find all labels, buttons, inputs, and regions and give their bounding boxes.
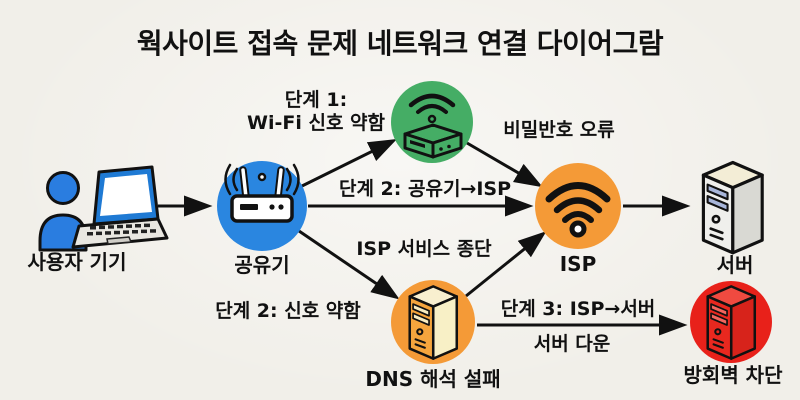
wifi-signal-icon bbox=[545, 182, 611, 238]
person-laptop-icon bbox=[38, 165, 169, 252]
firewall-node bbox=[690, 281, 772, 363]
arrow-dns-to-isp bbox=[465, 231, 547, 298]
server-tower-icon bbox=[701, 160, 764, 255]
edge-label-step2-router-isp: 단계 2: 공유기→ISP bbox=[338, 178, 512, 200]
arrow-router-to-dns bbox=[298, 229, 400, 300]
edge-label-password-error: 비밀반호 오류 bbox=[503, 119, 615, 141]
modem-wifi-icon bbox=[403, 93, 463, 159]
dns-node bbox=[391, 280, 475, 364]
node-label-dns: DNS 해석 설패 bbox=[365, 367, 501, 391]
router-node bbox=[217, 161, 307, 251]
wifi-router-icon bbox=[224, 163, 300, 223]
edge-label-step2-signal: 단계 2: 신호 약함 bbox=[215, 300, 361, 322]
edge-label-step1: 단계 1: Wi-Fi 신호 약함 bbox=[247, 89, 385, 135]
isp-circle bbox=[535, 163, 621, 249]
edge-label-step1-line1: 단계 1: bbox=[284, 89, 348, 111]
firewall-server-tower-icon bbox=[706, 285, 757, 360]
edges-layer bbox=[158, 139, 691, 336]
edge-label-step3-isp-server: 단계 3: ISP→서버 bbox=[500, 298, 656, 320]
node-label-user-device: 사용자 기기 bbox=[27, 250, 127, 274]
node-label-isp: ISP bbox=[559, 252, 597, 276]
arrow-modem-to-isp bbox=[466, 141, 543, 188]
edge-label-server-down: 서버 다운 bbox=[533, 333, 611, 355]
arrow-router-to-modem bbox=[301, 139, 398, 188]
diagram-title: 웍사이트 접속 문제 네트워크 연결 다이어그람 bbox=[136, 27, 664, 60]
node-label-router: 공유기 bbox=[234, 253, 290, 277]
edge-label-isp-outage: ISP 서비스 종단 bbox=[356, 238, 492, 260]
edge-label-step1-line2: Wi-Fi 신호 약함 bbox=[247, 111, 385, 134]
modem-node bbox=[391, 81, 473, 163]
node-label-firewall: 방회벽 차단 bbox=[683, 363, 783, 387]
node-label-server: 서버 bbox=[716, 253, 754, 277]
dns-server-tower-icon bbox=[408, 285, 459, 360]
isp-node bbox=[535, 163, 621, 249]
